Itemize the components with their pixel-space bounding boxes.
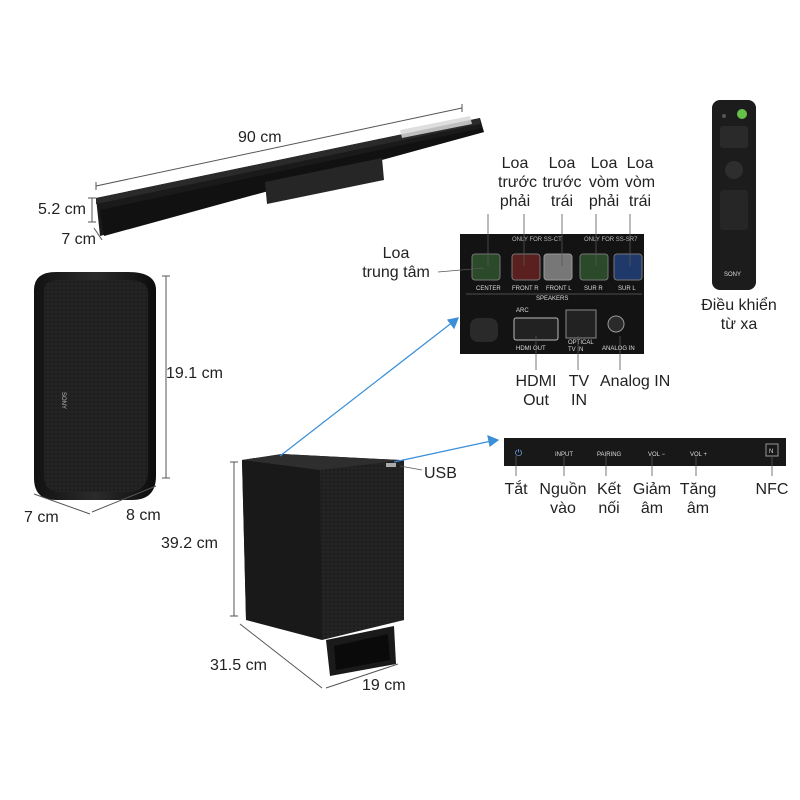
- rear-speaker-width-label: 8 cm: [126, 507, 161, 524]
- panel-sur-l: SUR L: [618, 286, 636, 292]
- label-pairing: Kết nối: [596, 481, 621, 517]
- only-for-sr: ONLY FOR SS-SR7: [584, 237, 638, 243]
- subwoofer-depth-label: 31.5 cm: [210, 657, 267, 674]
- label-input: Nguồn vào: [539, 481, 587, 517]
- usb-label: USB: [424, 465, 457, 482]
- analog-port: [607, 315, 625, 333]
- rear-speaker-depth-label: 7 cm: [24, 509, 59, 526]
- power-button-icon: [737, 109, 747, 119]
- strip-input: INPUT: [555, 452, 573, 458]
- only-for-ct: ONLY FOR SS-CT: [512, 237, 562, 243]
- strip-vol-down: VOL −: [648, 452, 665, 458]
- strip-nfc: N: [769, 449, 773, 455]
- label-vol-up: Tăng âm: [679, 481, 717, 517]
- panel-center: CENTER: [476, 286, 501, 292]
- label-tv-in: TV IN: [568, 373, 590, 409]
- subwoofer-dimensions: [230, 461, 399, 689]
- soundbar-height-label: 5.2 cm: [37, 201, 86, 218]
- rear-speaker-height-label: 19.1 cm: [166, 365, 223, 382]
- panel-tv-in: TV IN: [568, 347, 583, 353]
- back-panel: ONLY FOR SS-CT ONLY FOR SS-SR7 CENTER FR…: [460, 234, 644, 354]
- control-strip: ⏻ INPUT PAIRING VOL − VOL + N: [504, 438, 786, 466]
- label-analog-in: Analog IN: [600, 373, 671, 390]
- strip-pairing: PAIRING: [597, 452, 622, 458]
- panel-arc: ARC: [516, 308, 529, 314]
- label-surround-left: Loa vòm trái: [624, 155, 656, 210]
- panel-front-l: FRONT L: [546, 286, 572, 292]
- blue-pointers: [279, 317, 500, 463]
- panel-analog-in: ANALOG IN: [602, 346, 635, 352]
- rear-speaker-dimensions: [33, 275, 170, 515]
- rear-speaker: SONY: [34, 272, 156, 500]
- usb-port: [386, 463, 396, 467]
- rear-speaker-brand: SONY: [60, 392, 66, 409]
- label-nfc: NFC: [755, 481, 789, 498]
- panel-hdmi-out: HDMI OUT: [516, 346, 546, 352]
- label-front-right: Loa trước phải: [498, 155, 537, 210]
- soundbar: [96, 116, 484, 236]
- subwoofer-height-label: 39.2 cm: [161, 535, 218, 552]
- soundbar-depth-label: 7 cm: [61, 231, 96, 248]
- label-surround-right: Loa vòm phải: [588, 155, 620, 210]
- remote-label: Điều khiển từ xa: [701, 297, 777, 333]
- label-power: Tắt: [504, 481, 528, 498]
- panel-optical: OPTICAL: [568, 340, 594, 346]
- soundbar-top-panel: [400, 116, 472, 138]
- label-center: Loa trung tâm: [362, 245, 430, 281]
- label-front-left: Loa trước trái: [542, 155, 582, 210]
- panel-front-r: FRONT R: [512, 286, 539, 292]
- soundbar-dimensions: [88, 104, 463, 241]
- connector-leaders: [399, 214, 773, 476]
- power-icon: ⏻: [515, 448, 522, 458]
- label-vol-down: Giảm âm: [632, 481, 672, 517]
- soundbar-width-label: 90 cm: [238, 129, 282, 146]
- subwoofer-width-label: 19 cm: [362, 677, 406, 694]
- subwoofer: [242, 454, 404, 676]
- remote: SONY: [712, 100, 756, 290]
- remote-brand: SONY: [724, 272, 741, 278]
- optical-port: [565, 309, 597, 339]
- label-hdmi-out: HDMI Out: [515, 373, 557, 409]
- strip-vol-up: VOL +: [690, 452, 707, 458]
- panel-sur-r: SUR R: [584, 286, 603, 292]
- panel-speakers: SPEAKERS: [536, 296, 568, 302]
